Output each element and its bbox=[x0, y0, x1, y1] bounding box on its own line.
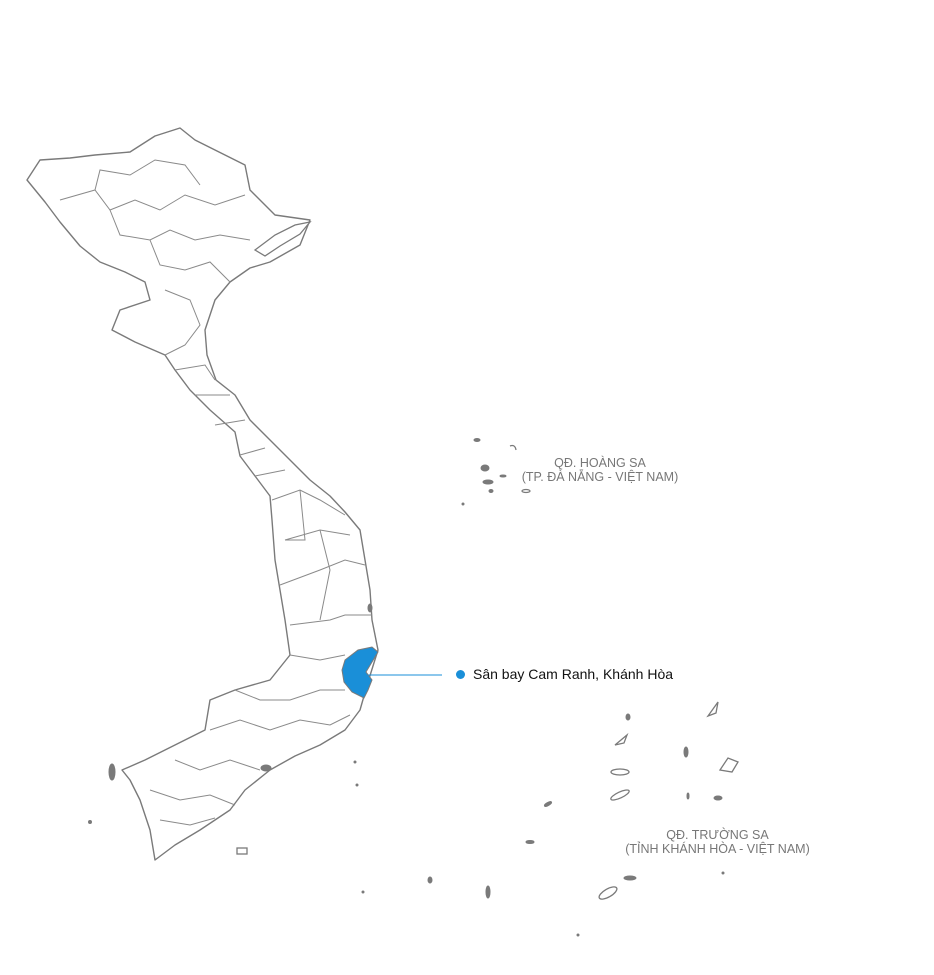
hoang-sa-name: QĐ. HOÀNG SA bbox=[554, 456, 646, 470]
truong-sa-name: QĐ. TRƯỜNG SA bbox=[666, 828, 769, 842]
marker-dot[interactable] bbox=[456, 670, 465, 679]
truong-sa-subtitle: (TỈNH KHÁNH HÒA - VIỆT NAM) bbox=[625, 842, 810, 856]
khanh-hoa-region bbox=[341, 646, 379, 699]
truong-sa-islands bbox=[361, 701, 739, 937]
hoang-sa-label: QĐ. HOÀNG SA (TP. ĐÀ NẴNG - VIỆT NAM) bbox=[505, 456, 695, 484]
hoang-sa-subtitle: (TP. ĐÀ NẴNG - VIỆT NAM) bbox=[521, 470, 679, 484]
vietnam-outline bbox=[26, 127, 379, 861]
coastal-islands bbox=[88, 221, 373, 855]
marker-label[interactable]: Sân bay Cam Ranh, Khánh Hòa bbox=[473, 666, 674, 682]
province-borders bbox=[59, 159, 372, 826]
hoang-sa-islands bbox=[461, 438, 531, 506]
truong-sa-label: QĐ. TRƯỜNG SA (TỈNH KHÁNH HÒA - VIỆT NAM… bbox=[610, 828, 825, 856]
